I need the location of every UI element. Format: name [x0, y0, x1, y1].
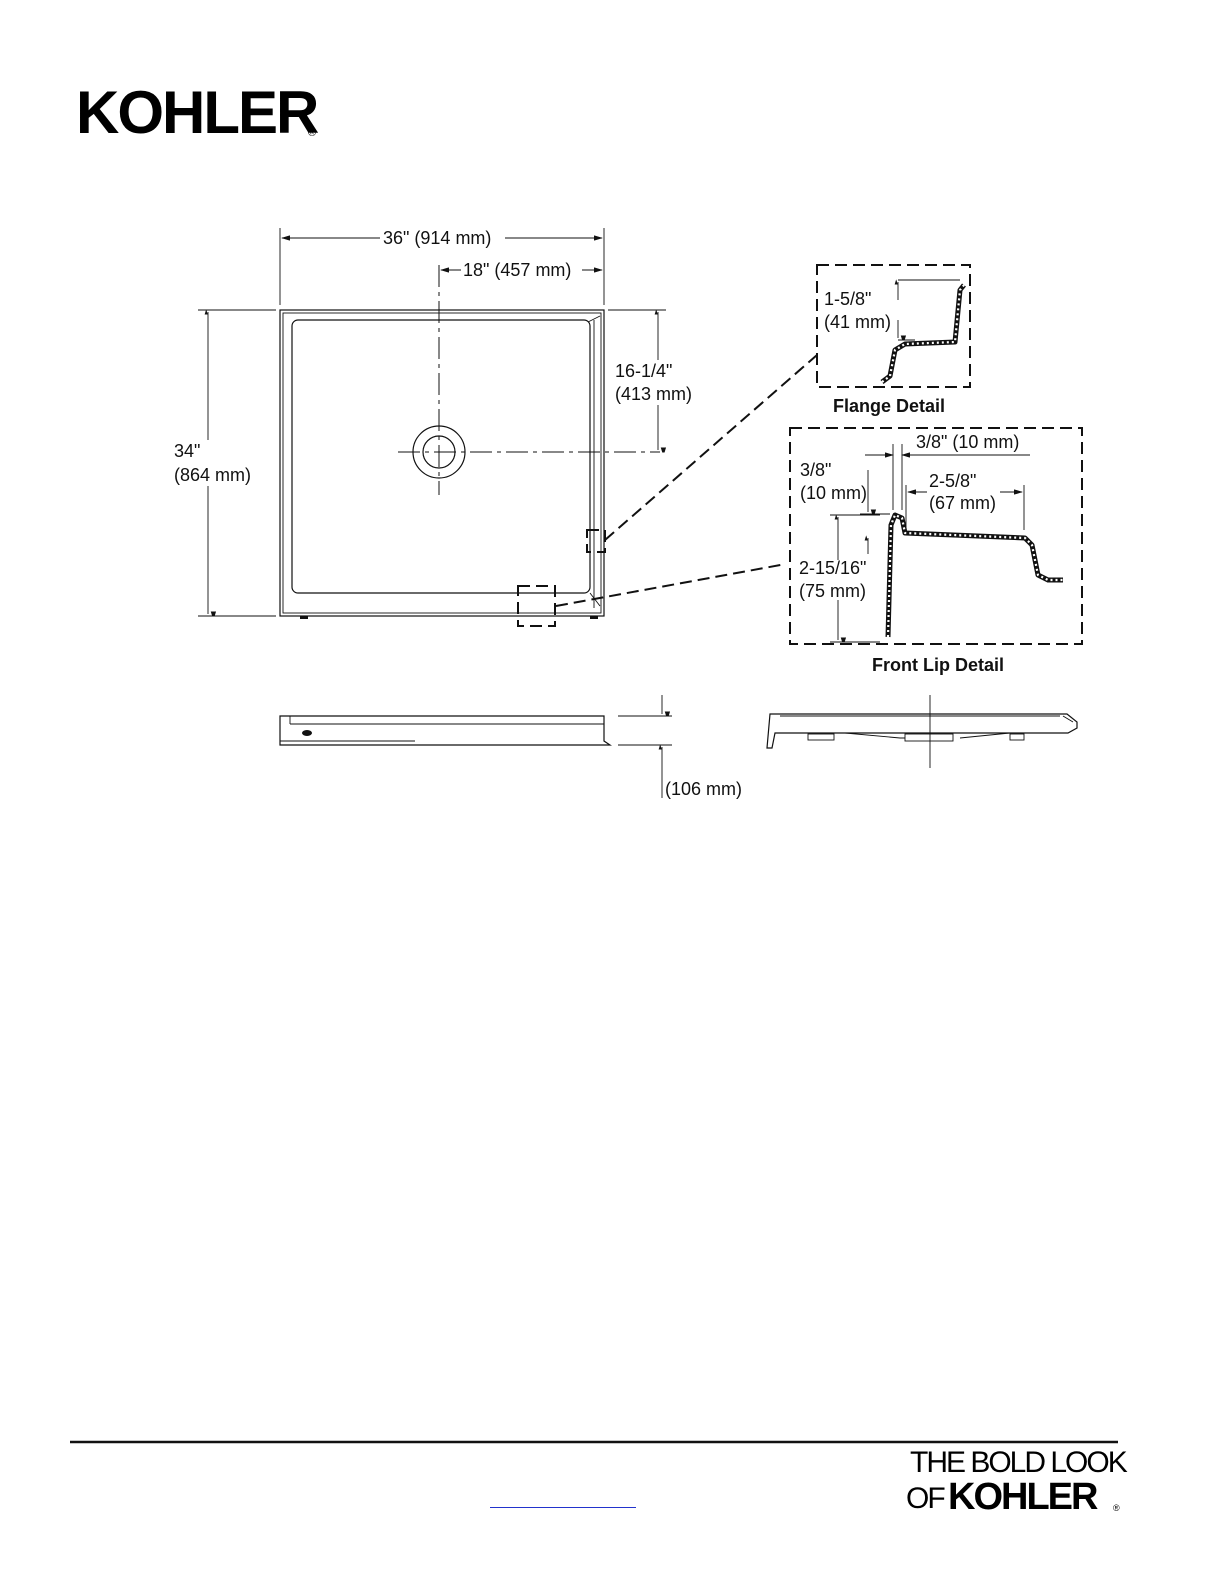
drain-offset-in-label: 16-1/4" [615, 361, 672, 381]
plan-view: 36" (914 mm) 18" (457 mm) 34" (864 mm) 1… [174, 228, 817, 626]
flange-height-mm-label: (41 mm) [824, 312, 891, 332]
tagline-registered-mark: ® [1113, 1503, 1120, 1513]
lip-detail-caption: Front Lip Detail [872, 655, 1004, 675]
front-lip-detail: 3/8" (10 mm) 3/8" (10 mm) 2-5/8" (67 mm)… [790, 428, 1082, 675]
flange-detail: 1-5/8" (41 mm) Flange Detail [817, 265, 970, 416]
tagline-logo: THE BOLD LOOK OF KOHLER ® [906, 1446, 1128, 1518]
lip-drop-mm-label: (10 mm) [800, 483, 867, 503]
depth-mm-label: (864 mm) [174, 465, 251, 485]
footer-link[interactable] [490, 1491, 636, 1508]
drain-offset-mm-label: (413 mm) [615, 384, 692, 404]
flange-detail-caption: Flange Detail [833, 396, 945, 416]
step-mm-label: (67 mm) [929, 493, 996, 513]
lip-drop-in-label: 3/8" [800, 460, 831, 480]
front-elevation: (106 mm) [280, 695, 742, 799]
depth-in-label: 34" [174, 441, 200, 461]
elevation-height-label: (106 mm) [665, 779, 742, 799]
step-in-label: 2-5/8" [929, 471, 976, 491]
half-width-label: 18" (457 mm) [463, 260, 571, 280]
tagline-line1: THE BOLD LOOK [910, 1446, 1128, 1479]
tray-outline [280, 310, 604, 616]
registered-mark: ® [308, 127, 316, 139]
lip-width-label: 3/8" (10 mm) [916, 432, 1019, 452]
flange-height-in-label: 1-5/8" [824, 289, 871, 309]
tray-basin [292, 320, 590, 593]
tagline-of: OF [906, 1482, 945, 1515]
lip-height-in-label: 2-15/16" [799, 558, 866, 578]
tagline-brand: KOHLER [948, 1476, 1098, 1518]
overall-width-label: 36" (914 mm) [383, 228, 491, 248]
lip-height-mm-label: (75 mm) [799, 581, 866, 601]
side-elevation [767, 695, 1077, 768]
lip-callout-box [518, 586, 555, 626]
kohler-logo: KOHLER [76, 79, 319, 146]
